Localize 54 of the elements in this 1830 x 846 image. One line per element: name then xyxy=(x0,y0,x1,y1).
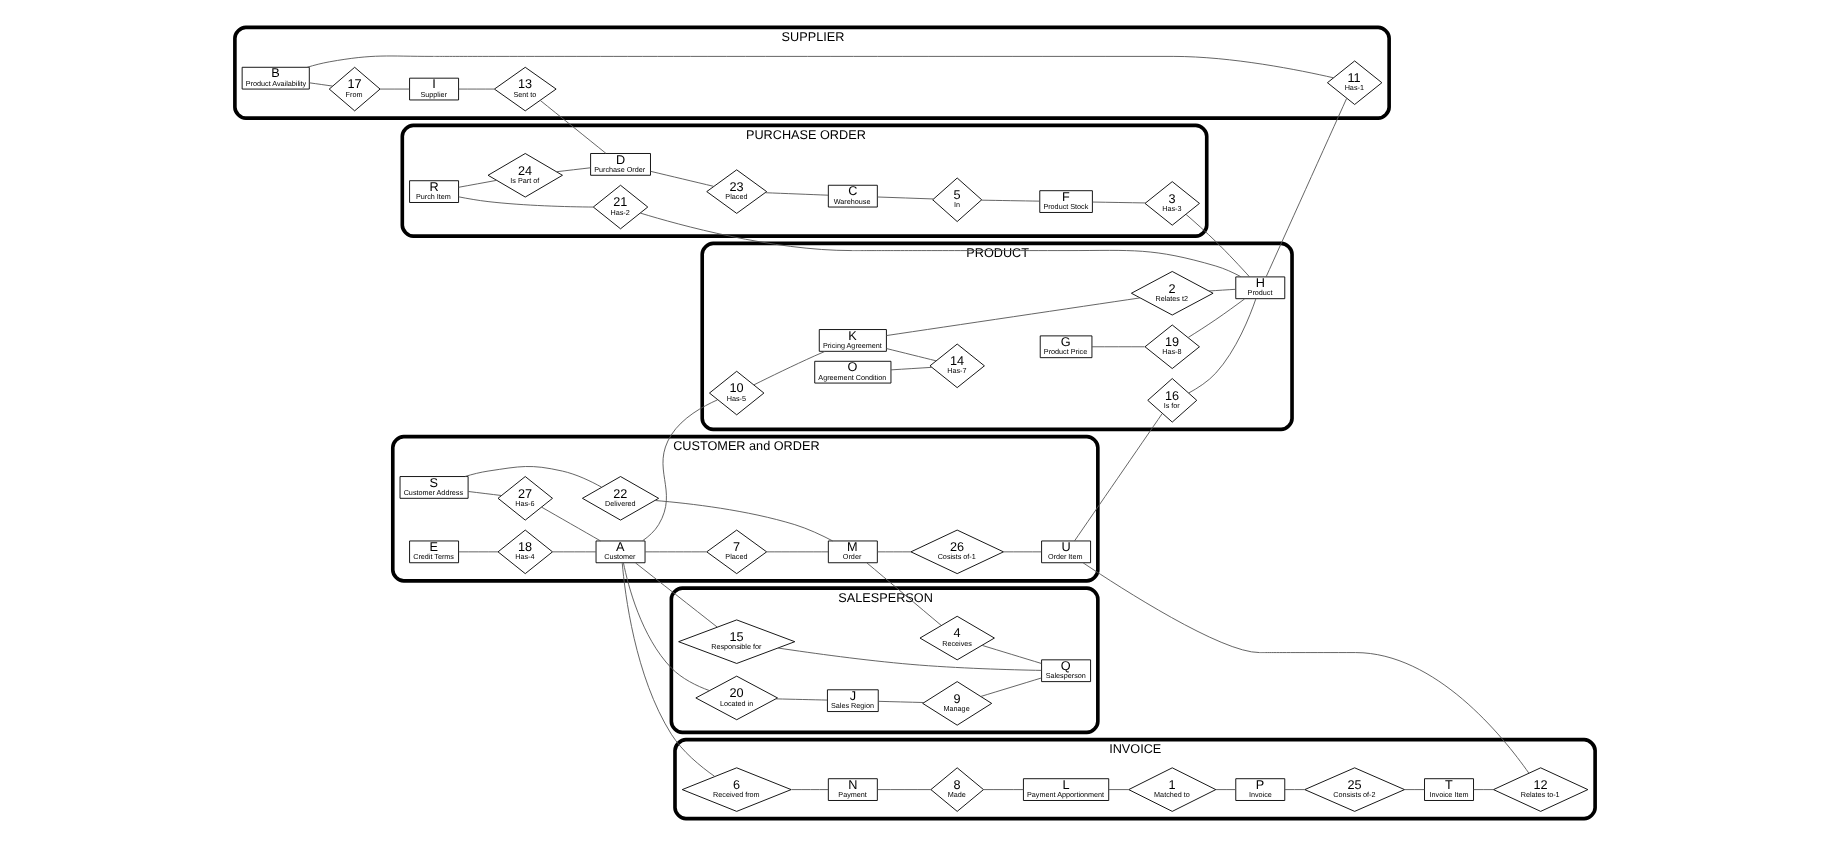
connector xyxy=(1215,789,1237,791)
connector xyxy=(877,789,932,791)
connector xyxy=(621,562,716,777)
connector xyxy=(458,88,495,90)
connector xyxy=(552,551,597,553)
connector xyxy=(877,551,912,553)
connector xyxy=(886,348,937,362)
connector xyxy=(775,698,828,701)
connector xyxy=(464,466,603,488)
connector xyxy=(764,192,829,196)
connector xyxy=(635,562,718,628)
connector xyxy=(1003,551,1042,553)
connector xyxy=(1108,789,1129,791)
connector xyxy=(877,196,934,200)
connector xyxy=(556,167,591,173)
connector xyxy=(306,55,1334,79)
connector xyxy=(539,100,607,154)
connector xyxy=(308,82,334,87)
connector xyxy=(890,366,933,371)
connector xyxy=(650,170,714,187)
connector xyxy=(458,196,594,208)
connector xyxy=(458,551,499,553)
connector xyxy=(777,647,1042,671)
connector xyxy=(1208,288,1237,292)
connector xyxy=(1091,346,1146,348)
connector xyxy=(1473,789,1494,791)
connector xyxy=(980,199,1041,202)
connector xyxy=(458,179,497,188)
connector xyxy=(642,399,719,542)
connector xyxy=(1074,413,1163,542)
connector xyxy=(766,551,829,553)
connector xyxy=(983,789,1024,791)
connector xyxy=(1092,201,1146,204)
connector xyxy=(623,562,710,691)
connector xyxy=(886,297,1141,336)
connector xyxy=(379,88,411,90)
connector xyxy=(1188,298,1257,394)
connector xyxy=(866,562,942,626)
connector xyxy=(1082,562,1530,774)
connector xyxy=(1265,97,1348,278)
connector xyxy=(1185,214,1251,278)
connector xyxy=(753,350,826,386)
connector xyxy=(1284,789,1306,791)
connector xyxy=(1187,298,1246,338)
connector xyxy=(467,491,502,496)
connector xyxy=(877,700,925,703)
connector xyxy=(639,212,1242,278)
connector xyxy=(790,789,829,791)
connector xyxy=(654,500,834,542)
connector xyxy=(980,677,1042,697)
connector xyxy=(1404,789,1425,791)
connector xyxy=(644,551,707,553)
connector xyxy=(981,644,1042,664)
connector xyxy=(541,506,602,542)
